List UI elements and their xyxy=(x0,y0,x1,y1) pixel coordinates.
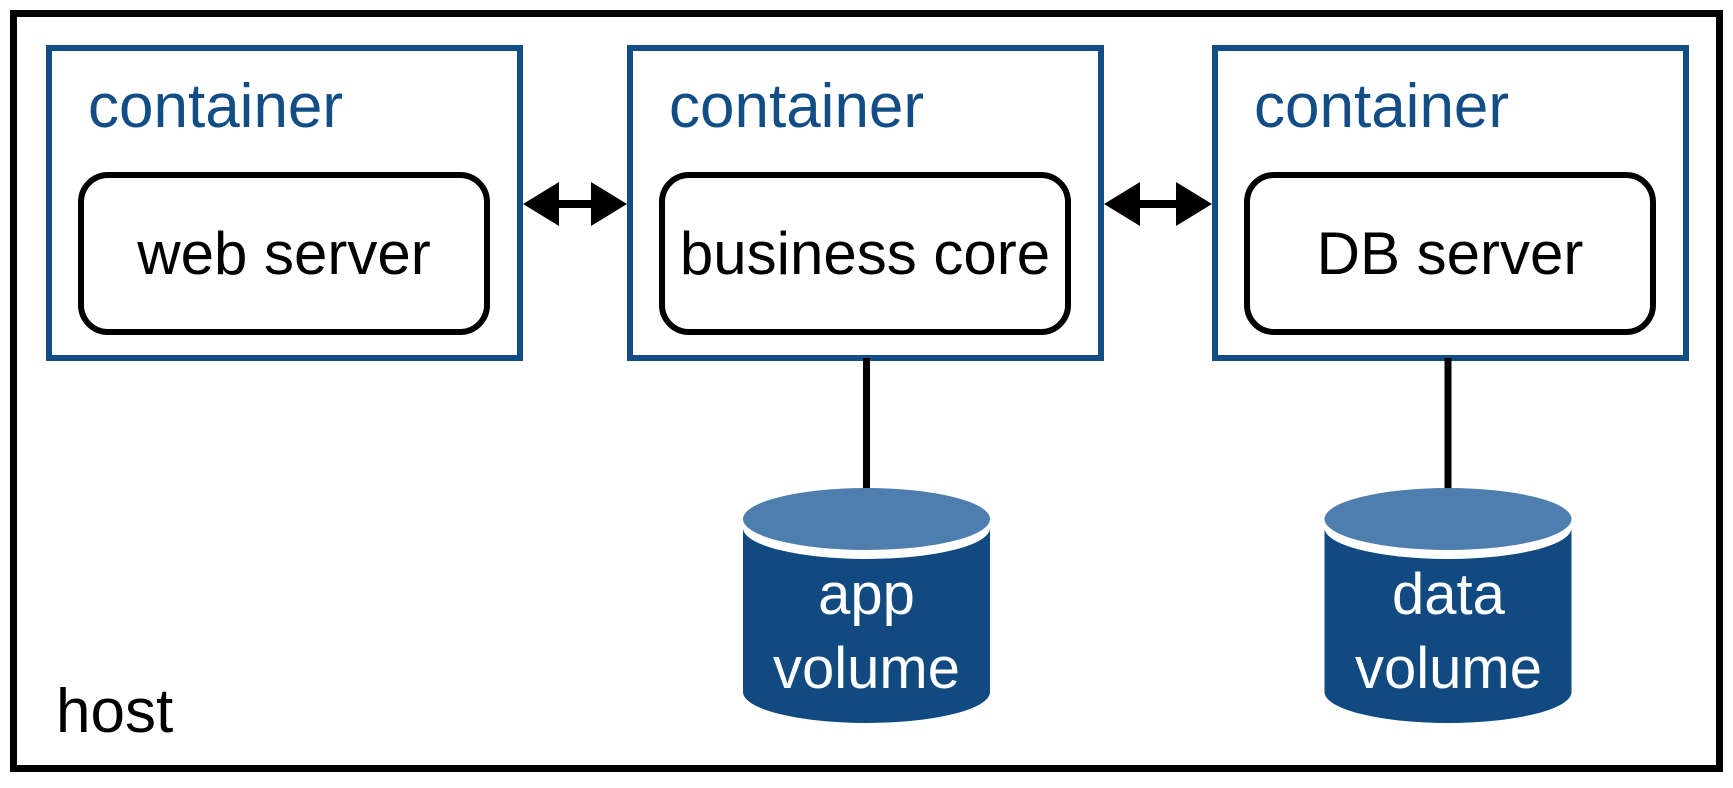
container-label: container xyxy=(88,72,344,141)
process-box-web-server: web server xyxy=(78,172,490,335)
volume-label-app: app volume xyxy=(743,558,990,706)
process-label-web-server: web server xyxy=(137,220,431,287)
process-label-db-server: DB server xyxy=(1316,220,1584,287)
volume-label-line1: app xyxy=(818,562,915,627)
container-box-business-core: container business core xyxy=(627,45,1104,361)
volume-label-data: data volume xyxy=(1325,558,1572,706)
process-box-db-server: DB server xyxy=(1244,172,1656,335)
container-label: container xyxy=(669,72,925,141)
process-box-business-core: business core xyxy=(659,172,1071,335)
volume-label-line2: volume xyxy=(1355,636,1542,701)
container-box-web-server: container web server xyxy=(46,45,523,361)
container-label: container xyxy=(1254,72,1510,141)
process-label-business-core: business core xyxy=(679,220,1051,287)
volume-label-line2: volume xyxy=(773,636,960,701)
host-box: host xyxy=(10,10,1723,772)
volume-label-line1: data xyxy=(1392,562,1505,627)
container-box-db-server: container DB server xyxy=(1212,45,1689,361)
host-label: host xyxy=(56,677,174,746)
